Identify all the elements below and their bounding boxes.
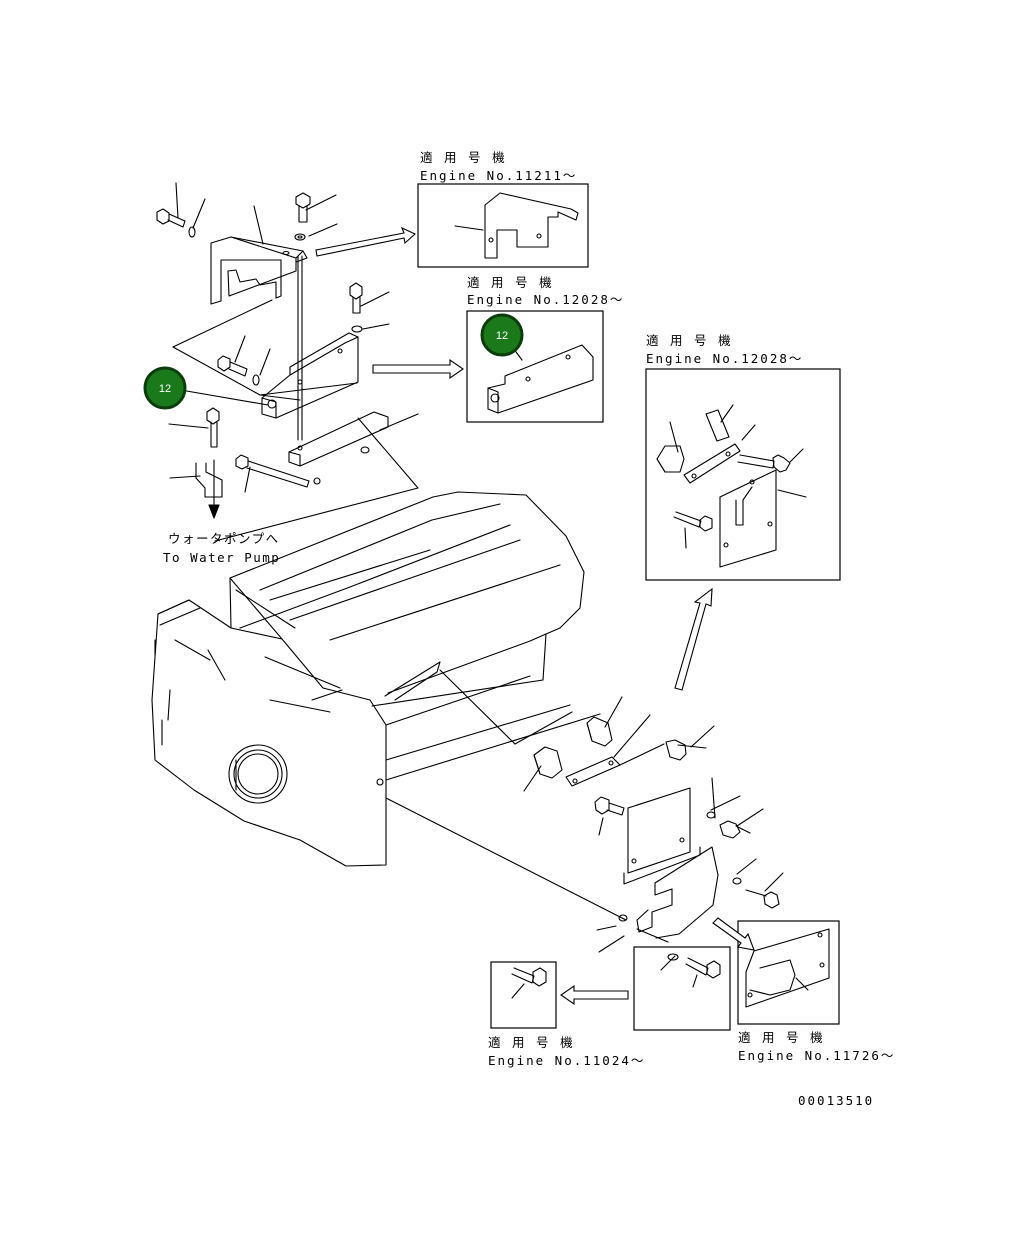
callout-number: 12 — [496, 330, 508, 342]
inset-label-engine-no: Engine No.12028～ — [467, 292, 624, 307]
engine-assembly-drawing — [151, 182, 830, 1008]
inset-label-jp: 適 用 号 機 — [488, 1035, 575, 1050]
water-pump-label-en: To Water Pump — [163, 550, 280, 565]
arrow-icon — [712, 917, 755, 951]
arrow-icon — [372, 358, 464, 380]
inset-frame-11726 — [737, 920, 840, 1025]
inset-frame-12028-b — [645, 368, 841, 581]
inset-frame-bolt-detail — [633, 946, 731, 1031]
inset-label-engine-no: Engine No.11211～ — [420, 168, 577, 183]
inset-label-jp: 適 用 号 機 — [646, 333, 733, 348]
inset-label-jp: 適 用 号 機 — [467, 275, 554, 290]
arrow-icon — [315, 226, 416, 257]
callout-bubble — [480, 313, 524, 357]
inset-label-jp: 適 用 号 機 — [738, 1030, 825, 1045]
arrow-icon — [674, 587, 713, 691]
callout-number: 12 — [159, 383, 171, 395]
inset-frame-11211 — [417, 183, 589, 268]
arrow-icon — [560, 984, 629, 1006]
inset-label-engine-no: Engine No.11024～ — [488, 1053, 645, 1068]
callout-bubble — [143, 366, 187, 410]
callout-12-inset: 12 — [480, 313, 524, 357]
inset-frame-11024 — [490, 961, 557, 1029]
inset-label-jp: 適 用 号 機 — [420, 150, 507, 165]
inset-label-engine-no: Engine No.11726～ — [738, 1048, 895, 1063]
callout-12-main: 12 — [143, 366, 187, 410]
drawing-number: 00013510 — [798, 1093, 874, 1108]
inset-label-engine-no: Engine No.12028～ — [646, 351, 803, 366]
